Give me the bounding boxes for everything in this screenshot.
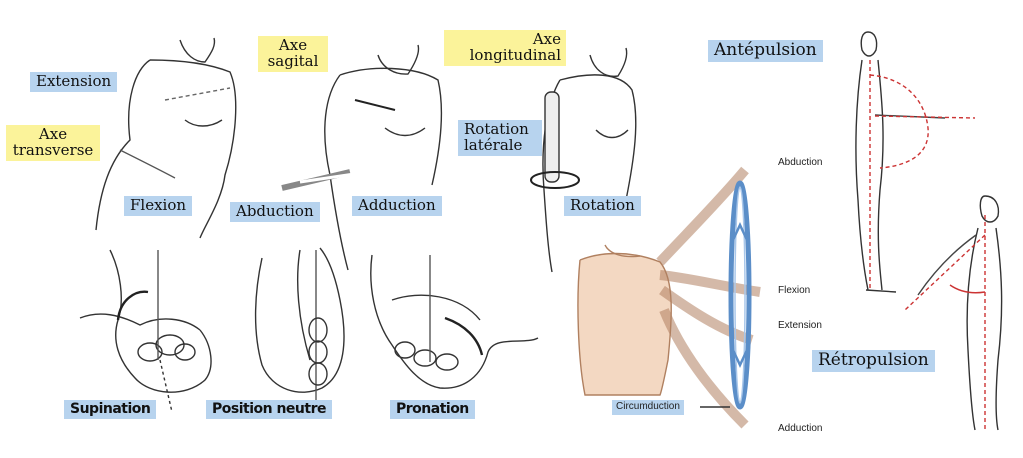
hand-neutral [254, 247, 345, 400]
label-circumduction: Circumduction [612, 400, 684, 415]
label-flexion: Flexion [124, 196, 193, 216]
label-circ-flexion: Flexion [778, 285, 811, 296]
label-abduction: Abduction [230, 202, 320, 222]
label-circ-extension: Extension [778, 320, 822, 331]
label-antepulsion: Antépulsion [708, 40, 823, 62]
circumduction-figure [577, 166, 761, 429]
label-axe-longitudinal: Axe longitudinal [444, 30, 566, 66]
label-rotation: Rotation [564, 196, 641, 216]
label-extension: Extension [30, 72, 118, 92]
label-circ-abduction: Abduction [778, 157, 823, 168]
retropulsion-figure [904, 195, 1003, 431]
label-position-neutre: Position neutre [206, 400, 332, 419]
label-circ-adduction: Adduction [778, 423, 823, 434]
label-pronation: Pronation [390, 400, 475, 419]
label-axe-sagital: Axe sagital [258, 36, 328, 72]
label-supination: Supination [64, 400, 157, 419]
label-retropulsion: Rétropulsion [812, 350, 935, 372]
torso-abduction-figure [281, 44, 443, 271]
torso-rotation-figure [530, 47, 637, 273]
hand-pronation [370, 254, 539, 389]
antepulsion-figure [855, 31, 976, 293]
label-adduction: Adduction [352, 196, 442, 216]
torso-flexion-figure [95, 37, 237, 239]
hand-supination [79, 249, 212, 413]
label-rotation-laterale: Rotation latérale [458, 120, 542, 156]
label-axe-transverse: Axe transverse [6, 125, 100, 161]
